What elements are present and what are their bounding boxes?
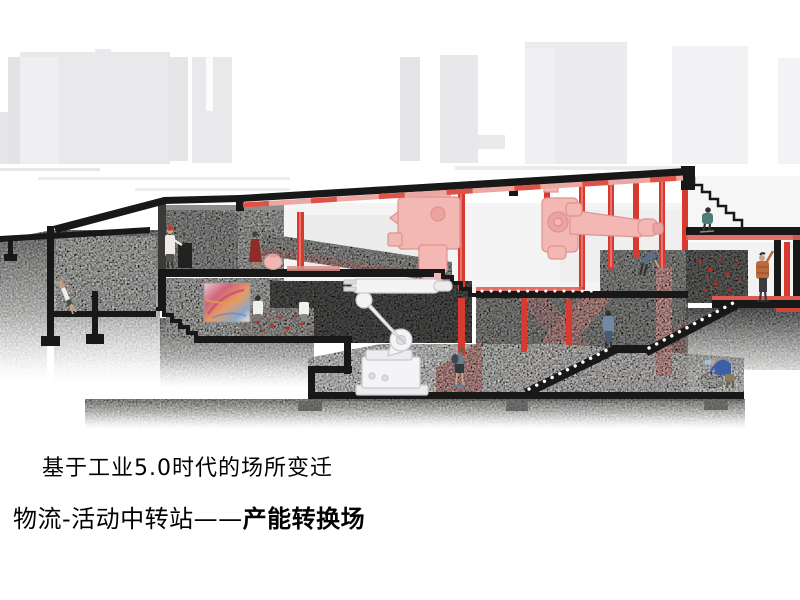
context-buildings bbox=[0, 42, 800, 228]
right-pit bbox=[686, 250, 800, 370]
section-illustration bbox=[0, 42, 800, 429]
figure-climber bbox=[56, 279, 77, 315]
figure-photographer bbox=[700, 359, 735, 389]
caption-line-1: 基于工业5.0时代的场所变迁 bbox=[42, 456, 333, 481]
figure-sitting-person bbox=[699, 207, 715, 233]
pink-pot bbox=[263, 253, 283, 270]
caption-line-2: 物流-活动中转站——产能转换场 bbox=[13, 499, 365, 534]
dotted-grand-staircase bbox=[480, 289, 739, 398]
figure-landing-person bbox=[603, 310, 614, 348]
pink-robot-arm-2 bbox=[541, 181, 664, 260]
figure-plaid-person bbox=[756, 250, 775, 302]
ground-texture-band bbox=[85, 399, 745, 429]
red-accent-strips bbox=[242, 175, 800, 312]
figure-whitecoat-a bbox=[253, 295, 263, 321]
figure-red-hat-man bbox=[165, 225, 192, 269]
figure-red-dress-woman bbox=[249, 231, 262, 268]
splatter-parapet bbox=[240, 308, 314, 338]
white-robot-arm bbox=[343, 278, 453, 396]
figure-robot-viewer bbox=[451, 347, 466, 388]
figures bbox=[56, 207, 775, 389]
caption-line-2-prefix: 物流-活动中转站—— bbox=[13, 505, 243, 533]
figure-leaning-person bbox=[638, 253, 660, 277]
figure-whitecoat-b bbox=[299, 296, 309, 321]
gallery-mural bbox=[203, 282, 251, 323]
stairs-small bbox=[156, 176, 744, 339]
caption-line-2-bold: 产能转换场 bbox=[242, 505, 366, 533]
